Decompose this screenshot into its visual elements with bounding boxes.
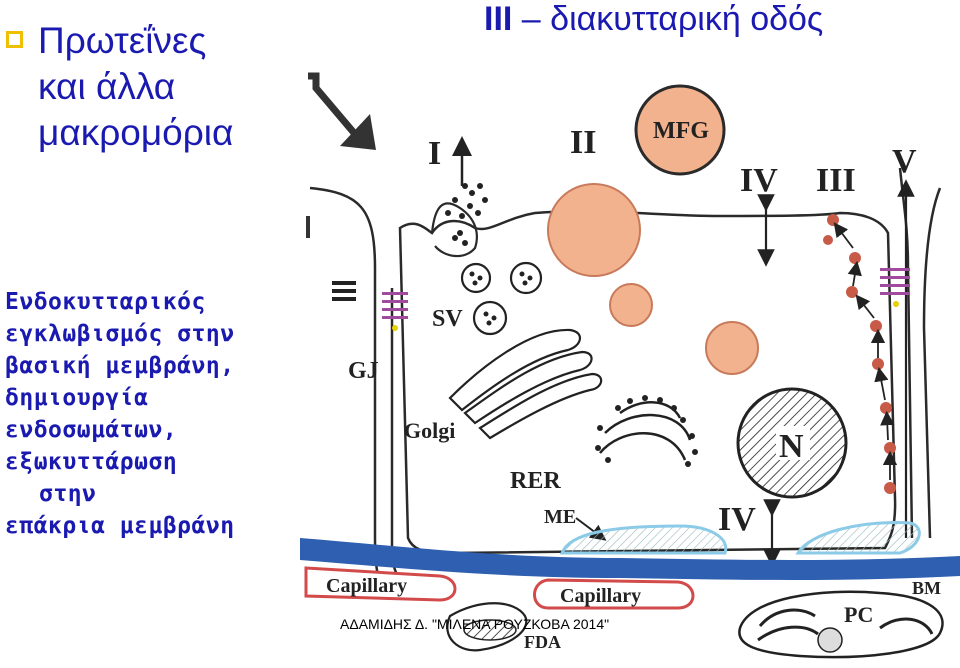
secretory-vesicles bbox=[445, 183, 488, 246]
golgi-apparatus bbox=[448, 328, 603, 440]
bullet-icon bbox=[6, 31, 23, 48]
heading-line: μακρομόρια bbox=[38, 112, 234, 153]
heading-line: Πρωτεΐνες bbox=[38, 20, 207, 61]
capillary-middle bbox=[533, 578, 695, 610]
title-text: διακυτταρική οδός bbox=[550, 0, 824, 38]
lipid-droplet-large bbox=[547, 183, 641, 277]
capillary-left-label: Capillary bbox=[326, 575, 407, 597]
rough-er bbox=[599, 401, 692, 461]
heading-line: και άλλα bbox=[38, 66, 176, 107]
slide-title: III – διακυτταρική οδός bbox=[484, 0, 954, 38]
description-line: Ενδοκυτταρικός bbox=[5, 289, 206, 315]
capillary-left bbox=[304, 566, 457, 602]
route-1-label: I bbox=[428, 135, 441, 172]
plasma-cell-nucleus bbox=[817, 627, 843, 653]
secretory-vesicles-sv bbox=[460, 261, 543, 336]
incoming-arrow bbox=[308, 72, 376, 150]
right-cell-membrane-outer bbox=[922, 187, 942, 539]
description-line: δημιουργία bbox=[5, 385, 149, 411]
route-2-label: II bbox=[570, 124, 596, 161]
capillary-middle-label: Capillary bbox=[560, 585, 641, 607]
myoepithelial-cell-left bbox=[559, 524, 728, 555]
bm-label: BM bbox=[912, 578, 941, 598]
myoepithelial-cell-right bbox=[795, 521, 921, 555]
desmosome-left bbox=[332, 281, 356, 301]
title-numeral: III bbox=[484, 0, 513, 38]
plasma-cell bbox=[738, 590, 944, 659]
lipid-droplet-medium bbox=[609, 283, 653, 327]
junction-complex-right bbox=[880, 268, 910, 307]
ribosomes bbox=[595, 395, 698, 467]
heading: Πρωτεΐνες και άλλα μακρομόρια bbox=[38, 18, 268, 156]
route-3-label: III bbox=[816, 162, 856, 199]
route-4-top-label: IV bbox=[740, 162, 778, 199]
description-line: επάκρια μεμβράνη bbox=[5, 513, 235, 539]
route-3-arrows bbox=[833, 222, 898, 480]
apical-membrane bbox=[430, 202, 478, 258]
description: Ενδοκυτταρικός εγκλωβισμός στην βασική μ… bbox=[5, 286, 305, 542]
title-dash: – bbox=[521, 0, 541, 38]
mfg-label: MFG bbox=[653, 118, 709, 144]
lipid-droplet-small bbox=[705, 321, 759, 375]
route-5-label: V bbox=[892, 143, 917, 180]
fda-label: FDA bbox=[524, 632, 561, 652]
sv-granules bbox=[469, 271, 533, 326]
junction-complex-left bbox=[382, 292, 408, 331]
fibroblast-nucleus bbox=[463, 619, 517, 641]
pc-label: PC bbox=[844, 602, 873, 627]
description-line: εγκλωβισμός στην bbox=[5, 321, 235, 347]
credit-text: ΑΔΑΜΙΔΗΣ Δ. "ΜΙΛΕΝΑ ΡΟΥΖΚΟΒΑ 2014" bbox=[340, 616, 610, 632]
sv-label: SV bbox=[432, 306, 463, 332]
description-line: εξωκυττάρωση bbox=[5, 449, 178, 475]
me-label: ME bbox=[544, 506, 576, 528]
golgi-label: Golgi bbox=[404, 418, 455, 443]
mfg-droplet bbox=[634, 84, 726, 176]
mammary-cell-diagram: I II MFG IV III V bbox=[300, 72, 960, 659]
description-line: βασική μεμβράνη, bbox=[5, 353, 235, 379]
description-line: ενδοσωμάτων, bbox=[5, 417, 178, 443]
nucleus-label: N bbox=[779, 428, 804, 465]
description-line: στην bbox=[39, 481, 97, 507]
rer-label: RER bbox=[510, 468, 561, 494]
basement-membrane bbox=[300, 538, 960, 580]
route-4-bottom-label: IV bbox=[718, 501, 756, 538]
gj-label: GJ bbox=[348, 358, 379, 384]
plasma-cell-er bbox=[757, 608, 819, 642]
plasma-cell-er-right bbox=[879, 617, 934, 635]
left-cell-membrane bbox=[309, 186, 393, 599]
